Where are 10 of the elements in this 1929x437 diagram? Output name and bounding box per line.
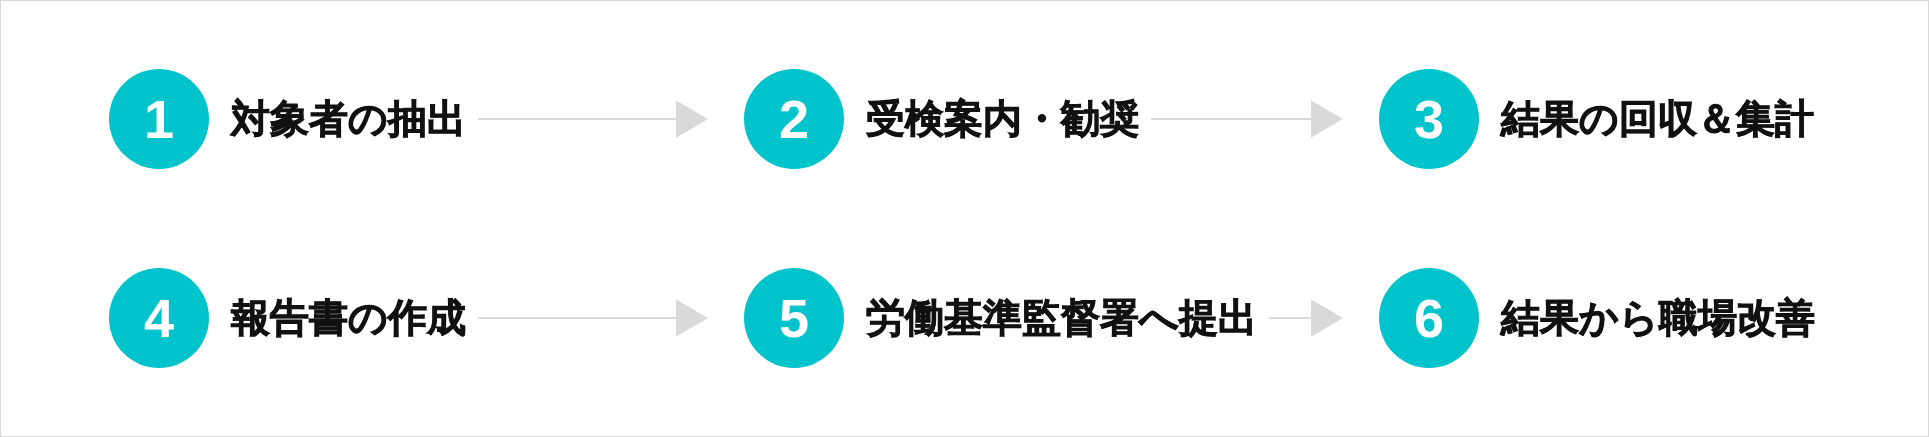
arrow [1150,101,1343,137]
step-label: 報告書の作成 [231,295,466,341]
step-label: 労働基準監督署へ提出 [866,295,1257,341]
arrow [477,101,708,137]
step-label: 結果から職場改善 [1501,295,1815,341]
arrow [1268,300,1343,336]
arrow [477,300,708,336]
step-label: 対象者の抽出 [231,96,466,142]
step-label: 結果の回収＆集計 [1501,96,1814,142]
step-label: 受検案内・勧奨 [866,96,1139,142]
